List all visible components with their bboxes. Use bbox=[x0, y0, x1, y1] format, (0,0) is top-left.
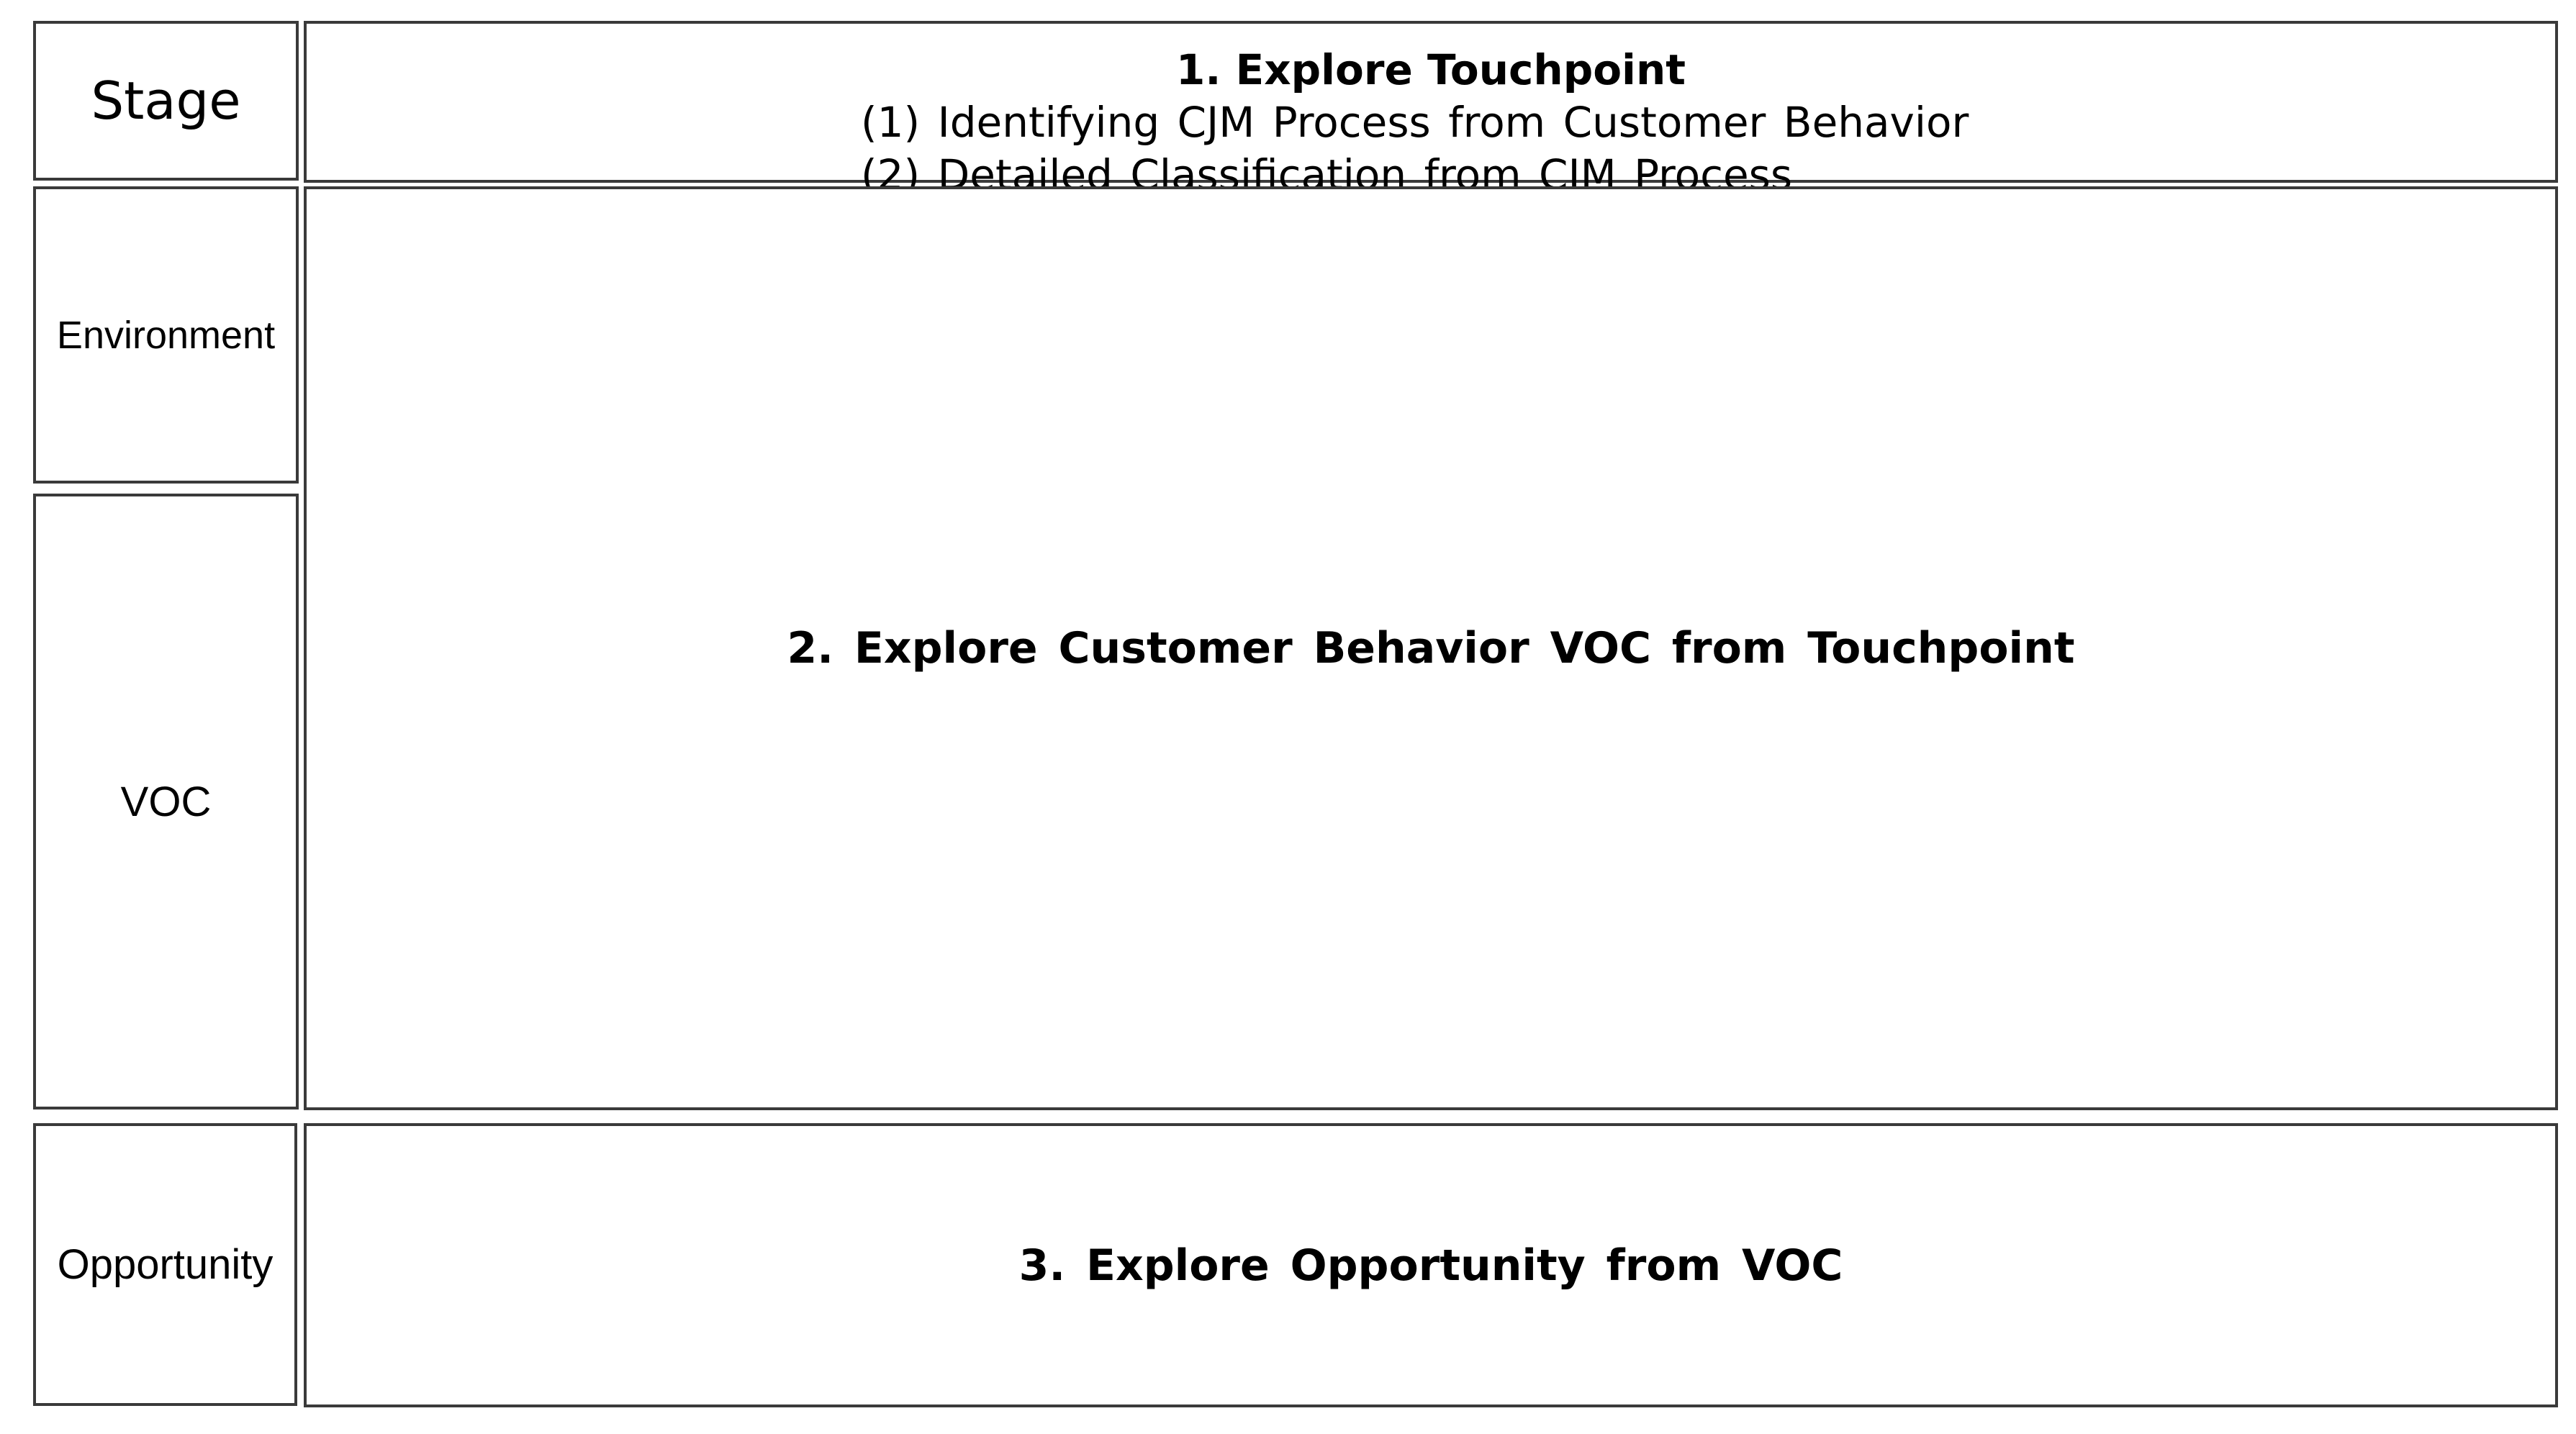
customer-behavior-text: 2. Explore Customer Behavior VOC from To… bbox=[787, 623, 2075, 673]
opportunity-box: 3. Explore Opportunity from VOC bbox=[304, 1123, 2558, 1407]
environment-label: Environment bbox=[56, 313, 276, 357]
stage-label: Stage bbox=[91, 71, 241, 131]
touchpoint-subitem-1: (1) Identifying CJM Process from Custome… bbox=[861, 98, 1969, 147]
customer-behavior-box: 2. Explore Customer Behavior VOC from To… bbox=[304, 186, 2558, 1110]
stage-label-cell: Stage bbox=[33, 21, 299, 181]
voc-label: VOC bbox=[120, 778, 212, 825]
opportunity-label-cell: Opportunity bbox=[33, 1123, 297, 1406]
touchpoint-title: 1. Explore Touchpoint bbox=[1176, 45, 1686, 94]
environment-label-cell: Environment bbox=[33, 186, 299, 484]
voc-label-cell: VOC bbox=[33, 494, 299, 1109]
opportunity-label: Opportunity bbox=[57, 1241, 274, 1288]
opportunity-text: 3. Explore Opportunity from VOC bbox=[1018, 1240, 1843, 1291]
touchpoint-header-box: 1. Explore Touchpoint (1) Identifying CJ… bbox=[304, 21, 2558, 199]
touchpoint-header-content: 1. Explore Touchpoint (1) Identifying CJ… bbox=[307, 24, 2555, 199]
